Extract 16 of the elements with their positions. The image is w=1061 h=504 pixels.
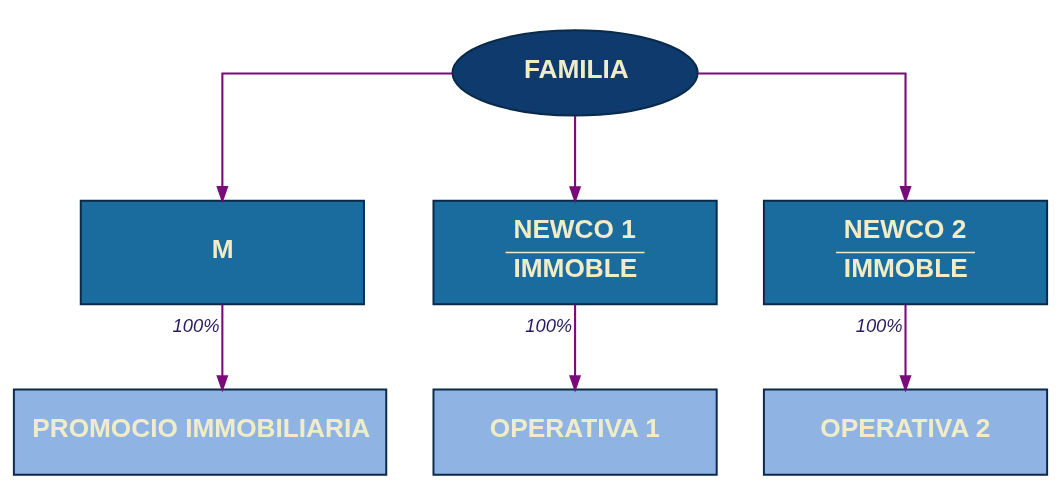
node-ellipse: FAMILIA (451, 28, 699, 116)
node-box: PROMOCIO IMMOBILIARIA (12, 388, 388, 476)
edge-label: 100% (525, 314, 573, 336)
arrow (569, 303, 582, 393)
node-box: NEWCO 1 IMMOBLE (432, 199, 718, 305)
node-box: NEWCO 2 IMMOBLE (762, 199, 1049, 305)
arrow (216, 71, 453, 203)
node-box: M (79, 199, 365, 305)
arrow (569, 115, 582, 204)
edge-label: 100% (855, 314, 903, 336)
arrow (698, 71, 912, 203)
node-box: OPERATIVA 2 (762, 388, 1049, 476)
arrow (216, 303, 229, 393)
arrow (899, 303, 912, 393)
edge-label: 100% (172, 314, 220, 336)
node-box: OPERATIVA 1 (432, 388, 718, 476)
